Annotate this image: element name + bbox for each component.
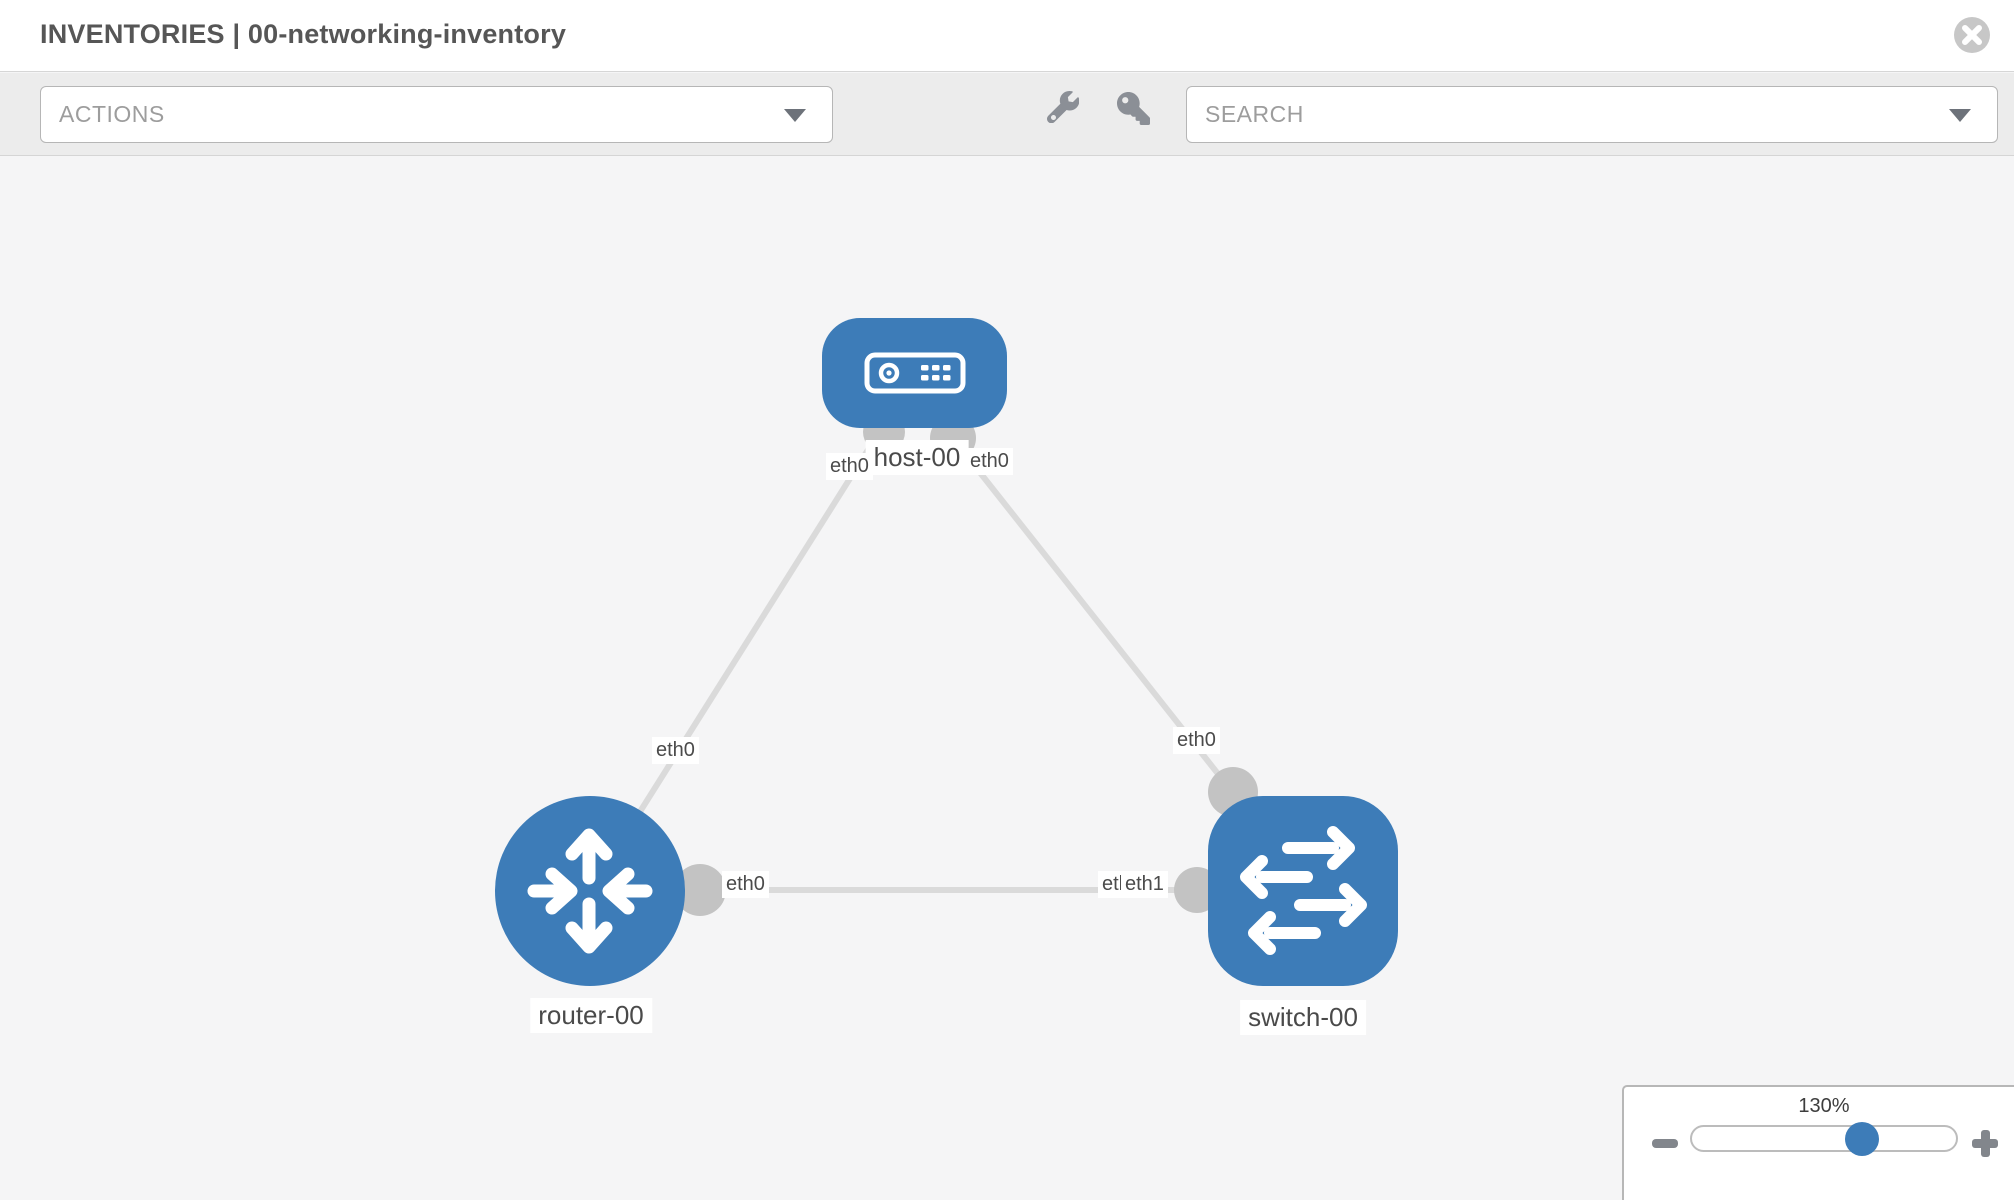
plus-icon: [1980, 1130, 1990, 1157]
zoom-level-label: 130%: [1798, 1095, 1850, 1117]
host-icon-led-dot: [886, 370, 892, 376]
zoom-in-button[interactable]: [1964, 1125, 2006, 1161]
switch-icon-arrow-left: [1240, 855, 1313, 899]
host-icon-port: [932, 375, 940, 381]
close-button[interactable]: [1953, 16, 1991, 54]
topology-graph: [495, 318, 1398, 986]
router-node-shape[interactable]: [495, 796, 685, 986]
interface-label: eth0: [966, 448, 1013, 475]
node-switch[interactable]: [1208, 796, 1398, 986]
router-icon-arrow-right: [527, 867, 578, 915]
close-icon: [1954, 17, 1990, 53]
switch-icon-arrow-right: [1294, 883, 1367, 927]
close-icon-stroke: [1962, 25, 1982, 45]
host-icon-port: [921, 365, 929, 371]
router-icon-arrow-down: [565, 897, 613, 954]
wrench-icon[interactable]: [1047, 91, 1079, 123]
key-icon-path: [1117, 92, 1150, 125]
switch-node-shape[interactable]: [1208, 796, 1398, 986]
host-icon-port: [943, 365, 951, 371]
node-host[interactable]: [822, 318, 1007, 428]
host-icon-port: [921, 375, 929, 381]
wrench-icon-path: [1047, 91, 1079, 123]
search-dropdown[interactable]: SEARCH: [1186, 86, 1998, 143]
switch-icon-arrow-right: [1282, 826, 1355, 870]
page-title: INVENTORIES | 00-networking-inventory: [40, 19, 567, 49]
interface-label: eth0: [826, 453, 873, 480]
search-input-placeholder: SEARCH: [1205, 101, 1304, 127]
link-host-router[interactable]: [587, 405, 898, 893]
chevron-down-icon: [784, 109, 806, 122]
key-icon[interactable]: [1117, 92, 1150, 125]
zoom-slider-handle[interactable]: [1845, 1122, 1879, 1156]
zoom-panel: 130%: [1622, 1085, 2014, 1200]
minus-icon: [1652, 1139, 1678, 1148]
chevron-down-icon: [1949, 109, 1971, 122]
node-label-router: router-00: [530, 998, 652, 1034]
zoom-slider-track[interactable]: [1690, 1125, 1958, 1152]
interface-dot: [674, 864, 726, 916]
node-label-switch: switch-00: [1240, 1000, 1366, 1036]
interface-label: eth1: [1121, 871, 1168, 898]
host-icon-led: [878, 362, 900, 384]
interface-label: eth0: [652, 737, 699, 764]
node-label-host: host-00: [865, 440, 969, 476]
host-icon: [864, 352, 966, 394]
router-icon-arrow-up: [565, 828, 613, 885]
host-icon-port: [943, 375, 951, 381]
interface-label: eth0: [1173, 727, 1220, 754]
switch-icon-arrow-left: [1248, 911, 1321, 955]
host-icon-port: [932, 365, 940, 371]
network-canvas: host-00 router-00 switch-00 eth0 eth0 et…: [0, 157, 2014, 1200]
interface-label: eth0: [722, 871, 769, 898]
host-icon-chassis: [864, 352, 966, 394]
actions-dropdown-label: ACTIONS: [59, 101, 165, 127]
router-icon: [527, 828, 653, 954]
key-icon-group: [1117, 92, 1150, 125]
router-icon-arrow-left: [602, 867, 653, 915]
header: INVENTORIES | 00-networking-inventory: [0, 0, 2014, 72]
host-node-shape[interactable]: [822, 318, 1007, 428]
actions-dropdown[interactable]: ACTIONS: [40, 86, 833, 143]
zoom-out-button[interactable]: [1644, 1127, 1688, 1161]
node-router[interactable]: [495, 796, 685, 986]
switch-icon: [1240, 826, 1367, 955]
toolbar: ACTIONS SEARCH: [0, 73, 2014, 156]
